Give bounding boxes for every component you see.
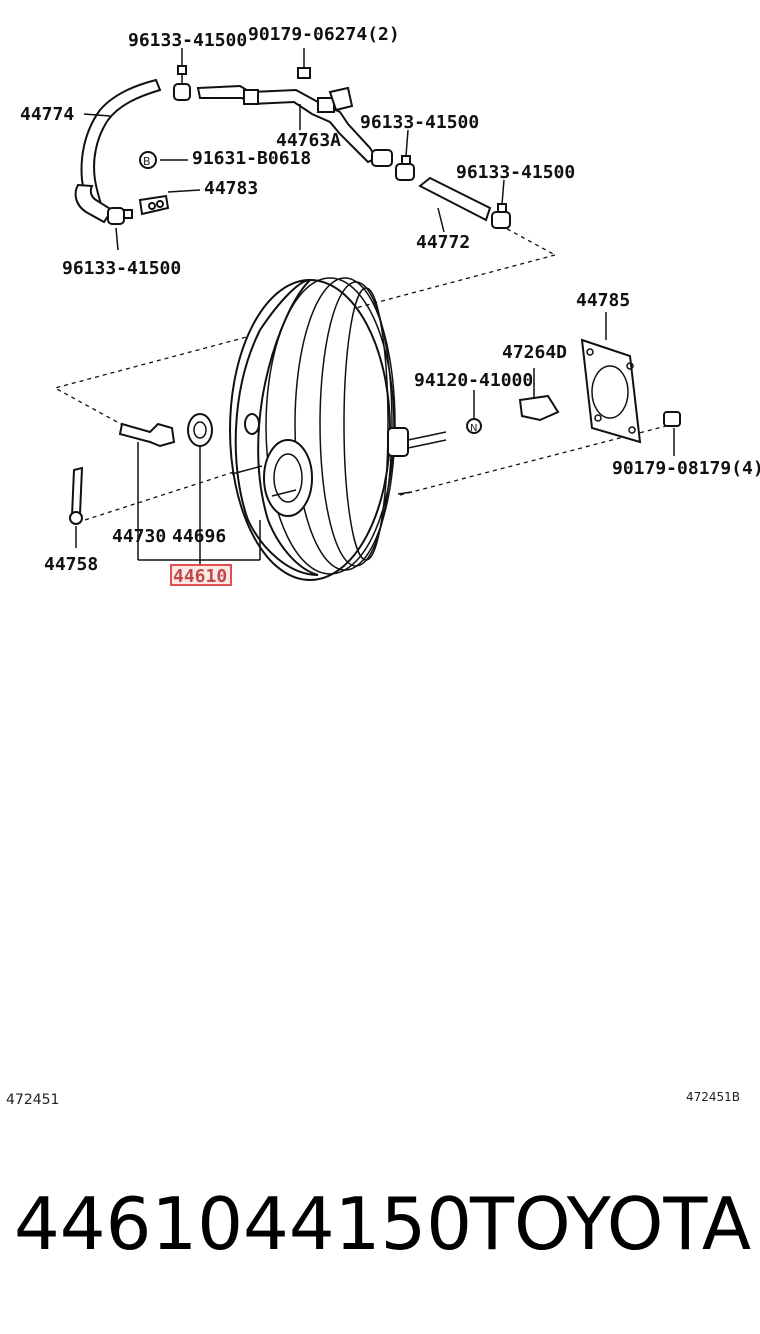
label-44783: 44783 xyxy=(204,178,258,199)
clamp-bottom-left xyxy=(107,207,133,225)
tube-44763A xyxy=(196,84,378,164)
highlight-box xyxy=(170,564,232,586)
brake-booster xyxy=(229,277,447,581)
marker-b: B xyxy=(143,155,151,168)
footer-part-number: 4461044150 xyxy=(14,1182,473,1266)
clamp-right xyxy=(491,203,511,229)
label-96133-41500-left: 96133-41500 xyxy=(62,258,181,279)
clamp-mid xyxy=(395,155,415,181)
grommet-44696 xyxy=(187,413,213,447)
bolt-91631-marker: B xyxy=(139,151,157,169)
label-44610[interactable]: 44610 xyxy=(173,566,227,587)
label-44730: 44730 xyxy=(112,526,166,547)
gasket-44785 xyxy=(580,338,642,444)
diagram-code-right: 472451B xyxy=(686,1090,740,1104)
clamp-top-left xyxy=(173,65,191,101)
valve-44730 xyxy=(118,422,176,448)
diagram-code-left: 472451 xyxy=(6,1092,59,1108)
label-91631-B0618: 91631-B0618 xyxy=(192,148,311,169)
label-96133-41500-top: 96133-41500 xyxy=(128,30,247,51)
label-44785: 44785 xyxy=(576,290,630,311)
leader-lines xyxy=(75,48,675,566)
nut-90179-06274 xyxy=(297,67,311,79)
label-44696: 44696 xyxy=(172,526,226,547)
label-96133-41500-mid: 96133-41500 xyxy=(360,112,479,133)
label-44758: 44758 xyxy=(44,554,98,575)
label-96133-41500-right: 96133-41500 xyxy=(456,162,575,183)
label-90179-08179: 90179-08179(4) xyxy=(612,458,760,479)
footer-brand: TOYOTA xyxy=(470,1182,752,1266)
nut-90179-08179 xyxy=(663,411,681,427)
nut-94120-marker: N xyxy=(466,418,482,434)
bracket-44783 xyxy=(138,194,170,216)
marker-n: N xyxy=(470,423,477,434)
label-44774: 44774 xyxy=(20,104,74,125)
label-47264D: 47264D xyxy=(502,342,567,363)
label-94120-41000: 94120-41000 xyxy=(414,370,533,391)
label-44763A: 44763A xyxy=(276,130,341,151)
link-44758 xyxy=(69,466,84,525)
hose-44772 xyxy=(418,176,492,222)
label-44772: 44772 xyxy=(416,232,470,253)
label-90179-06274: 90179-06274(2) xyxy=(248,24,400,45)
clip-47264D xyxy=(518,368,560,422)
connector-tube-end xyxy=(371,149,393,167)
